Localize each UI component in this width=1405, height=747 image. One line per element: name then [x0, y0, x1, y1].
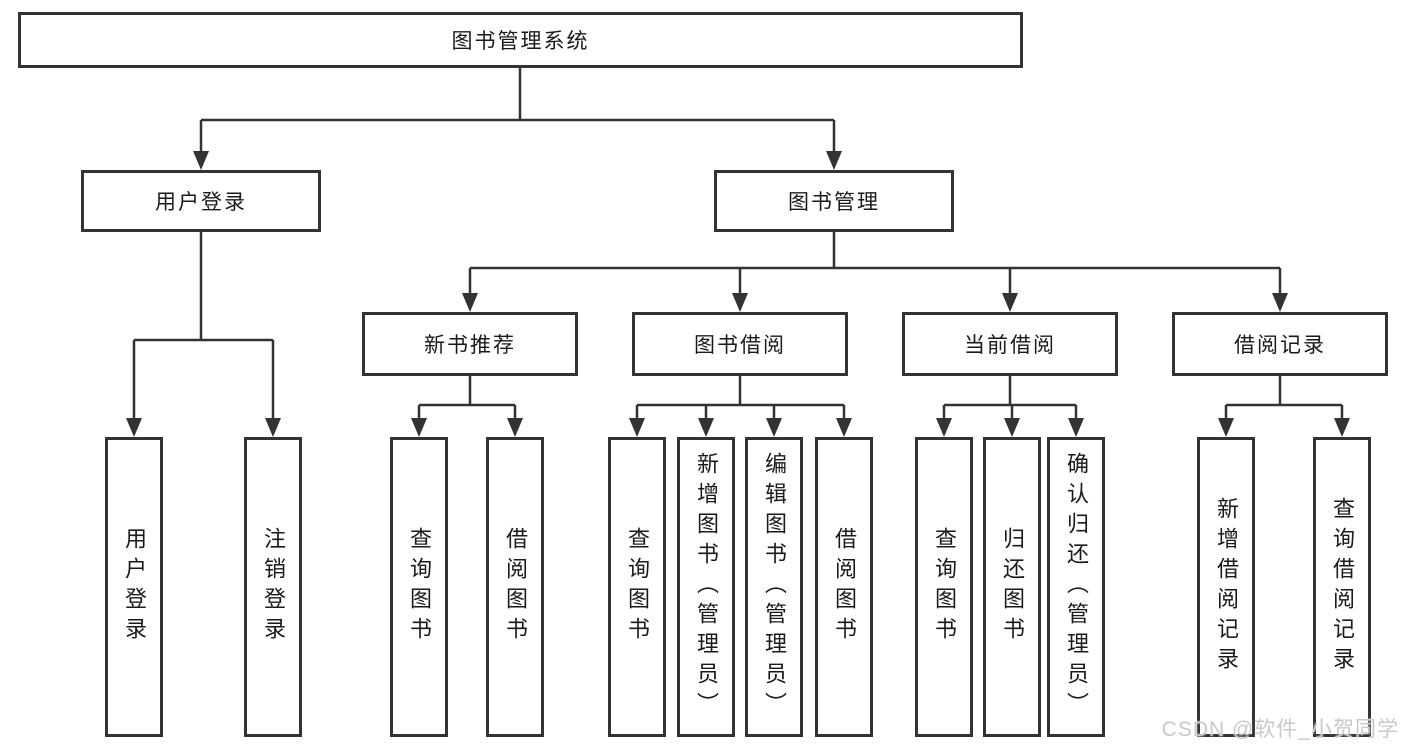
node-user-login-module: 用户登录 [81, 170, 321, 232]
node-label: 用户登录 [122, 527, 147, 647]
node-label: 图书管理系统 [451, 30, 590, 53]
node-current-borrow: 当前借阅 [902, 312, 1118, 376]
node-label: 用户登录 [155, 191, 247, 214]
connector-borrow-record-branch [1224, 376, 1344, 420]
node-new-book-recommend: 新书推荐 [362, 312, 578, 376]
connector-book-manage-branch [468, 232, 1282, 295]
leaf-query-book-3: 查询图书 [915, 437, 973, 737]
node-label: 新增图书（管理员） [694, 452, 719, 722]
arrowhead-down-icons [126, 151, 1350, 437]
leaf-add-book-admin: 新增图书（管理员） [677, 437, 735, 737]
node-label: 新书推荐 [424, 334, 516, 357]
node-label: 查询图书 [625, 527, 650, 647]
node-label: 查询借阅记录 [1330, 497, 1355, 677]
leaf-confirm-return-admin: 确认归还（管理员） [1047, 437, 1105, 737]
leaf-logout: 注销登录 [244, 437, 302, 737]
leaf-query-book-1: 查询图书 [390, 437, 448, 737]
node-label: 新增借阅记录 [1214, 497, 1239, 677]
node-label: 查询图书 [407, 527, 432, 647]
leaf-query-book-2: 查询图书 [608, 437, 666, 737]
connector-new-book-branch [417, 376, 517, 420]
connector-current-borrow-branch [942, 376, 1078, 420]
connector-root-branch [199, 68, 836, 155]
node-book-manage-module: 图书管理 [714, 170, 954, 232]
node-book-borrow: 图书借阅 [632, 312, 848, 376]
leaf-query-borrow-record: 查询借阅记录 [1313, 437, 1371, 737]
leaf-borrow-book-1: 借阅图书 [486, 437, 544, 737]
csdn-watermark: CSDN @软件_小贺同学 [1161, 718, 1399, 741]
node-label: 图书借阅 [694, 334, 786, 357]
node-label: 图书管理 [788, 191, 880, 214]
node-label: 确认归还（管理员） [1064, 452, 1089, 722]
node-label: 当前借阅 [964, 334, 1056, 357]
node-label: 注销登录 [261, 527, 286, 647]
node-label: 借阅图书 [503, 527, 528, 647]
leaf-add-borrow-record: 新增借阅记录 [1197, 437, 1255, 737]
leaf-user-login: 用户登录 [105, 437, 163, 737]
node-label: 查询图书 [932, 527, 957, 647]
node-system-root: 图书管理系统 [18, 12, 1023, 68]
leaf-borrow-book-2: 借阅图书 [815, 437, 873, 737]
leaf-edit-book-admin: 编辑图书（管理员） [745, 437, 803, 737]
connector-user-login-branch [132, 232, 275, 420]
node-label: 借阅记录 [1234, 334, 1326, 357]
node-label: 归还图书 [1000, 527, 1025, 647]
node-label: 编辑图书（管理员） [762, 452, 787, 722]
node-label: 借阅图书 [832, 527, 857, 647]
node-borrow-record: 借阅记录 [1172, 312, 1388, 376]
leaf-return-book: 归还图书 [983, 437, 1041, 737]
connector-book-borrow-branch [635, 376, 846, 420]
